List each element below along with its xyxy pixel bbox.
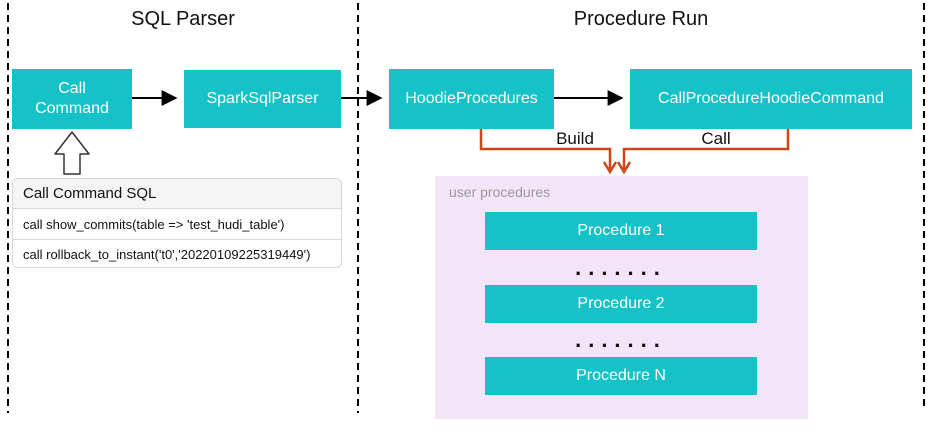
sql-panel-header: Call Command SQL [13,179,341,209]
node-sparksqlparser: SparkSqlParser [184,70,341,128]
section-title-sql-parser: SQL Parser [131,8,235,30]
node-procedure-n: Procedure N [485,357,757,395]
node-procedure-2: Procedure 2 [485,285,757,323]
ellipsis-dots: ....... [575,327,667,352]
edge-label-call: Call [701,129,731,148]
up-arrow-icon [54,131,90,175]
node-hoodieprocedures: HoodieProcedures [389,69,554,129]
node-procedure-1: Procedure 1 [485,212,757,250]
user-procedures-label: user procedures [449,184,551,200]
section-title-procedure-run: Procedure Run [573,8,709,30]
call-command-sql-panel: Call Command SQL call show_commits(table… [12,178,342,268]
node-callprocedurehoodiecommand: CallProcedureHoodieCommand [630,69,912,129]
node-call-command: Call Command [12,69,132,129]
ellipsis-dots: ....... [575,255,667,280]
sql-example-row: call rollback_to_instant('t0','202201092… [13,239,341,267]
user-procedures-container: user procedures Procedure 1 ....... Proc… [435,176,808,419]
sql-example-row: call show_commits(table => 'test_hudi_ta… [23,216,285,232]
edge-label-build: Build [556,129,594,148]
